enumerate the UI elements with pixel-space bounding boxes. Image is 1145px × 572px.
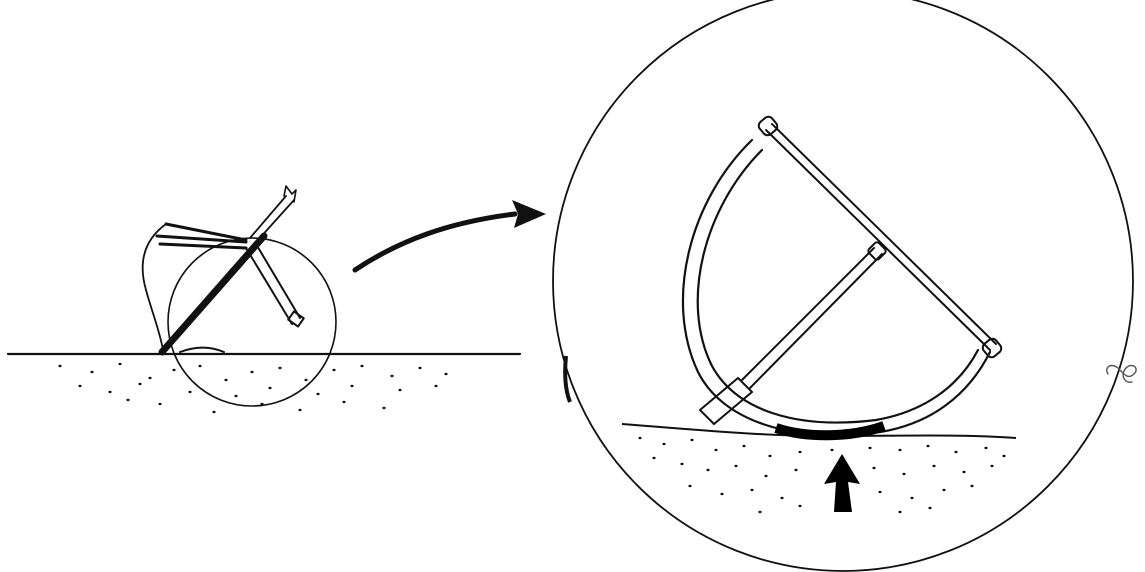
stipple-dot: [234, 395, 237, 397]
stipple-dot: [638, 437, 641, 439]
device-arm-cap: [288, 311, 304, 326]
stipple-dot: [382, 407, 385, 409]
small-device: [143, 186, 304, 352]
stipple-dot: [878, 491, 881, 493]
stipple-dot: [830, 449, 833, 451]
stipple-dot: [108, 391, 111, 393]
scribble-mark: [1107, 366, 1136, 383]
stipple-dot: [962, 471, 965, 473]
device-handle: [250, 196, 294, 240]
connector: [355, 200, 546, 270]
stipple-dot: [984, 447, 987, 449]
stipple-dot: [990, 465, 993, 467]
stipple-dot: [418, 367, 421, 369]
stipple-dot: [250, 371, 253, 373]
stipple-dot: [316, 393, 319, 395]
stipple-dot: [798, 505, 801, 507]
stipple-dot: [714, 449, 717, 451]
stipple-dot: [90, 371, 93, 373]
stipple-dot: [688, 485, 691, 487]
stipple-dot: [652, 457, 655, 459]
stipple-dot: [398, 389, 401, 391]
stipple-dot: [126, 399, 129, 401]
stipple-dot: [224, 379, 227, 381]
stipple-dot: [942, 489, 945, 491]
stipple-dot: [158, 403, 161, 405]
stipple-dot: [118, 363, 121, 365]
stipple-dot: [706, 469, 709, 471]
stipple-dot: [742, 445, 745, 447]
stipple-dot: [898, 511, 901, 513]
stipple-dot: [444, 373, 447, 375]
stipple-dot: [662, 443, 665, 445]
magnifier-circle: [168, 238, 336, 406]
device-side-arm: [246, 244, 300, 324]
ground-stipple: [638, 437, 1005, 513]
stipple-dot: [780, 497, 783, 499]
stipple-dot: [138, 383, 141, 385]
stipple-dot: [750, 489, 753, 491]
stipple-dot: [148, 377, 151, 379]
device-handle-tip: [284, 186, 296, 202]
curved-arrow-icon: [355, 214, 515, 270]
stipple-dot: [350, 385, 353, 387]
stipple-dot: [926, 445, 929, 447]
stipple-dot: [954, 451, 957, 453]
stipple-dot: [1002, 455, 1005, 457]
stipple-dot: [268, 387, 271, 389]
pressure-arrow-icon: [824, 454, 860, 512]
stipple-dot: [932, 465, 935, 467]
stipple-dot: [928, 507, 931, 509]
stipple-dot: [188, 391, 191, 393]
stipple-dot: [172, 369, 175, 371]
stipple-dot: [898, 449, 901, 451]
stipple-dot: [798, 451, 801, 453]
right-panel: [553, 0, 1133, 571]
contact-patch: [776, 426, 884, 435]
stipple-dot: [680, 463, 683, 465]
stipple-dot: [304, 379, 307, 381]
frame-top-bar: [766, 124, 996, 350]
stipple-dot: [360, 365, 363, 367]
left-panel: [8, 186, 520, 413]
stipple-dot: [910, 497, 913, 499]
device-top-bar: [157, 224, 246, 248]
stipple-dot: [690, 439, 693, 441]
stipple-dot: [758, 511, 761, 513]
stipple-dot: [298, 409, 301, 411]
stipple-dot: [764, 475, 767, 477]
stipple-dot: [868, 447, 871, 449]
stipple-dot: [434, 385, 437, 387]
stipple-dot: [58, 365, 61, 367]
stipple-dot: [872, 467, 875, 469]
stipple-dot: [734, 465, 737, 467]
stipple-dot: [212, 411, 215, 413]
frame-pivot-top: [757, 115, 780, 138]
stipple-dot: [278, 367, 281, 369]
stipple-dot: [794, 469, 797, 471]
stipple-dot: [332, 369, 335, 371]
stipple-dot: [768, 455, 771, 457]
stipple-dot: [720, 493, 723, 495]
frame-cross-strut: [742, 248, 882, 388]
device-base-curve: [180, 348, 224, 353]
stipple-dot: [970, 485, 973, 487]
curved-runner: [683, 140, 990, 435]
stipple-dot: [198, 365, 201, 367]
stipple-dot: [78, 385, 81, 387]
stipple-dot: [902, 473, 905, 475]
stipple-dot: [390, 375, 393, 377]
stipple-dot: [342, 401, 345, 403]
